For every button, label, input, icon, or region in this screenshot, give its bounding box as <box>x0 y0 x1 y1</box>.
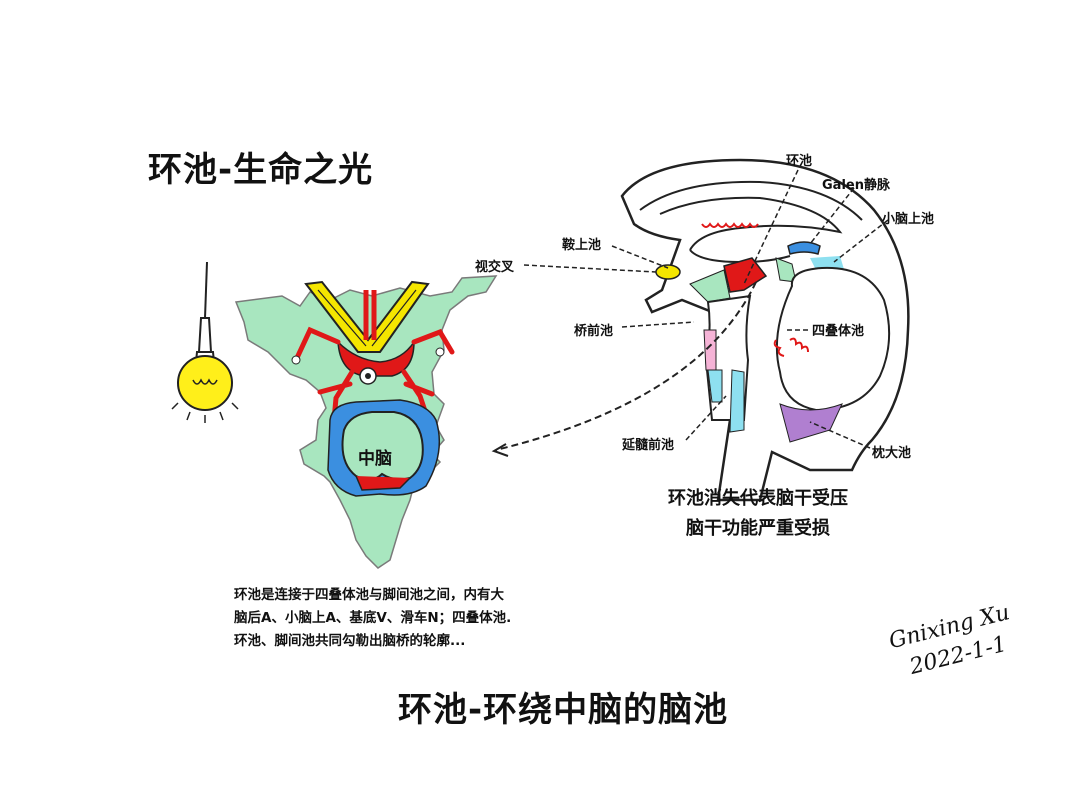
sagittal-section <box>491 158 910 502</box>
caption-line-1: 环池消失代表脑干受压 <box>668 488 848 509</box>
label-galen-vein: Galen静脉 <box>822 178 890 193</box>
label-optic-chiasm: 视交叉 <box>475 260 515 275</box>
page-subtitle: 环池-环绕中脑的脑池 <box>398 690 729 730</box>
galen-blue <box>787 241 821 255</box>
caption-line-2: 脑干功能严重受损 <box>686 518 830 539</box>
description: 环池是连接于四叠体池与脚间池之间，内有大 脑后A、小脑上A、基底V、滑车N；四叠… <box>234 584 511 653</box>
cerebellum <box>775 266 891 412</box>
label-suprasellar-cistern: 鞍上池 <box>562 238 602 253</box>
midbrain-label: 中脑 <box>358 449 392 469</box>
label-premedullary-cistern: 延髓前池 <box>622 438 675 453</box>
label-prepontine-cistern: 桥前池 <box>574 324 614 339</box>
page-title: 环池-生命之光 <box>148 150 374 190</box>
optic-tract <box>304 280 430 353</box>
label-quadrigeminal-cistern: 四叠体池 <box>812 324 865 339</box>
axial-section <box>234 275 498 569</box>
description-line-1: 环池是连接于四叠体池与脚间池之间，内有大 <box>234 587 504 603</box>
caption: 环池消失代表脑干受压 脑干功能严重受损 <box>640 484 876 544</box>
dashed-arrow-icon <box>495 281 757 451</box>
label-ambient-cistern: 环池 <box>786 154 813 169</box>
label-cisterna-magna: 枕大池 <box>872 446 912 461</box>
label-superior-cerebellar-cistern: 小脑上池 <box>882 212 935 227</box>
light-bulb-icon <box>171 261 239 423</box>
description-line-3: 环池、脚间池共同勾勒出脑桥的轮廓... <box>234 633 466 649</box>
optic-chiasm <box>655 264 681 280</box>
description-line-2: 脑后A、小脑上A、基底V、滑车N；四叠体池. <box>234 610 512 626</box>
